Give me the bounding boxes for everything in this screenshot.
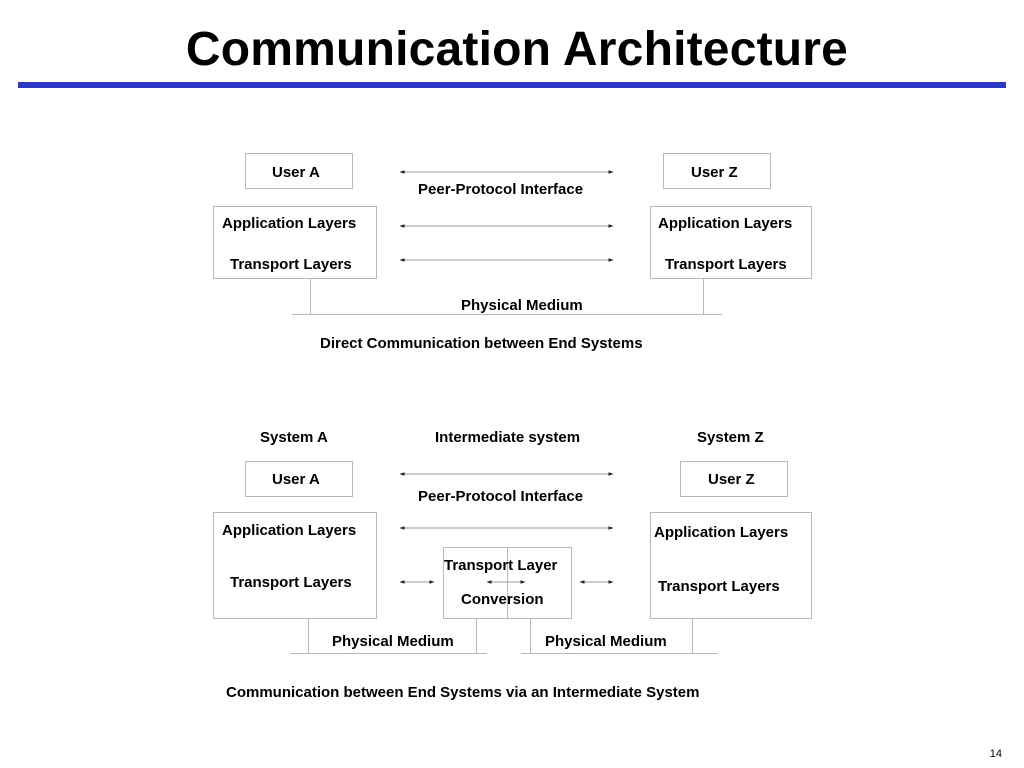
user-z-box-bottom: [680, 461, 788, 497]
physical-link-intermediate-right: [530, 619, 531, 653]
app-layers-left-label: Application Layers: [222, 215, 357, 232]
system-a-stack: [213, 512, 377, 619]
physical-medium-label: Physical Medium: [461, 297, 583, 314]
physical-link-z: [692, 619, 693, 653]
physical-medium-line-right: [521, 653, 718, 654]
end-system-a-stack: [213, 206, 377, 279]
physical-medium-left-label: Physical Medium: [332, 633, 454, 650]
physical-medium-line: [292, 314, 722, 315]
physical-medium-right-label: Physical Medium: [545, 633, 667, 650]
peer-protocol-label: Peer-Protocol Interface: [418, 181, 584, 198]
top-diagram-caption: Direct Communication between End Systems: [320, 335, 643, 352]
app-layers-right-label-bottom: Application Layers: [654, 524, 789, 541]
system-z-stack: [650, 512, 812, 619]
app-layers-right-label: Application Layers: [658, 215, 793, 232]
app-layers-left-label-bottom: Application Layers: [222, 522, 357, 539]
user-z-label: User Z: [691, 164, 738, 181]
title-divider: [18, 82, 1006, 88]
user-z-box: [663, 153, 771, 189]
bottom-diagram-caption: Communication between End Systems via an…: [226, 684, 700, 701]
physical-link-left: [310, 279, 311, 314]
slide-title: Communication Architecture: [185, 23, 849, 76]
transport-layers-left-label-bottom: Transport Layers: [230, 574, 352, 591]
intermediate-system-label: Intermediate system: [435, 429, 581, 446]
user-a-box-bottom: [245, 461, 353, 497]
physical-link-right: [703, 279, 704, 314]
transport-layers-right-label-bottom: Transport Layers: [658, 578, 780, 595]
physical-link-a: [308, 619, 309, 653]
physical-medium-line-left: [290, 653, 487, 654]
system-a-label: System A: [260, 429, 328, 446]
conversion-label-line2: Conversion: [461, 591, 544, 608]
user-z-label-bottom: User Z: [708, 471, 755, 488]
transport-layers-left-label: Transport Layers: [230, 256, 352, 273]
user-a-label: User A: [272, 164, 320, 181]
user-a-label-bottom: User A: [272, 471, 320, 488]
transport-layers-right-label: Transport Layers: [665, 256, 787, 273]
page-number: 14: [989, 748, 1002, 760]
end-system-z-stack: [650, 206, 812, 279]
physical-link-intermediate-left: [476, 619, 477, 653]
system-z-label: System Z: [697, 429, 764, 446]
user-a-box: [245, 153, 353, 189]
peer-protocol-label-bottom: Peer-Protocol Interface: [418, 488, 584, 505]
conversion-label-line1: Transport Layer: [444, 557, 558, 574]
